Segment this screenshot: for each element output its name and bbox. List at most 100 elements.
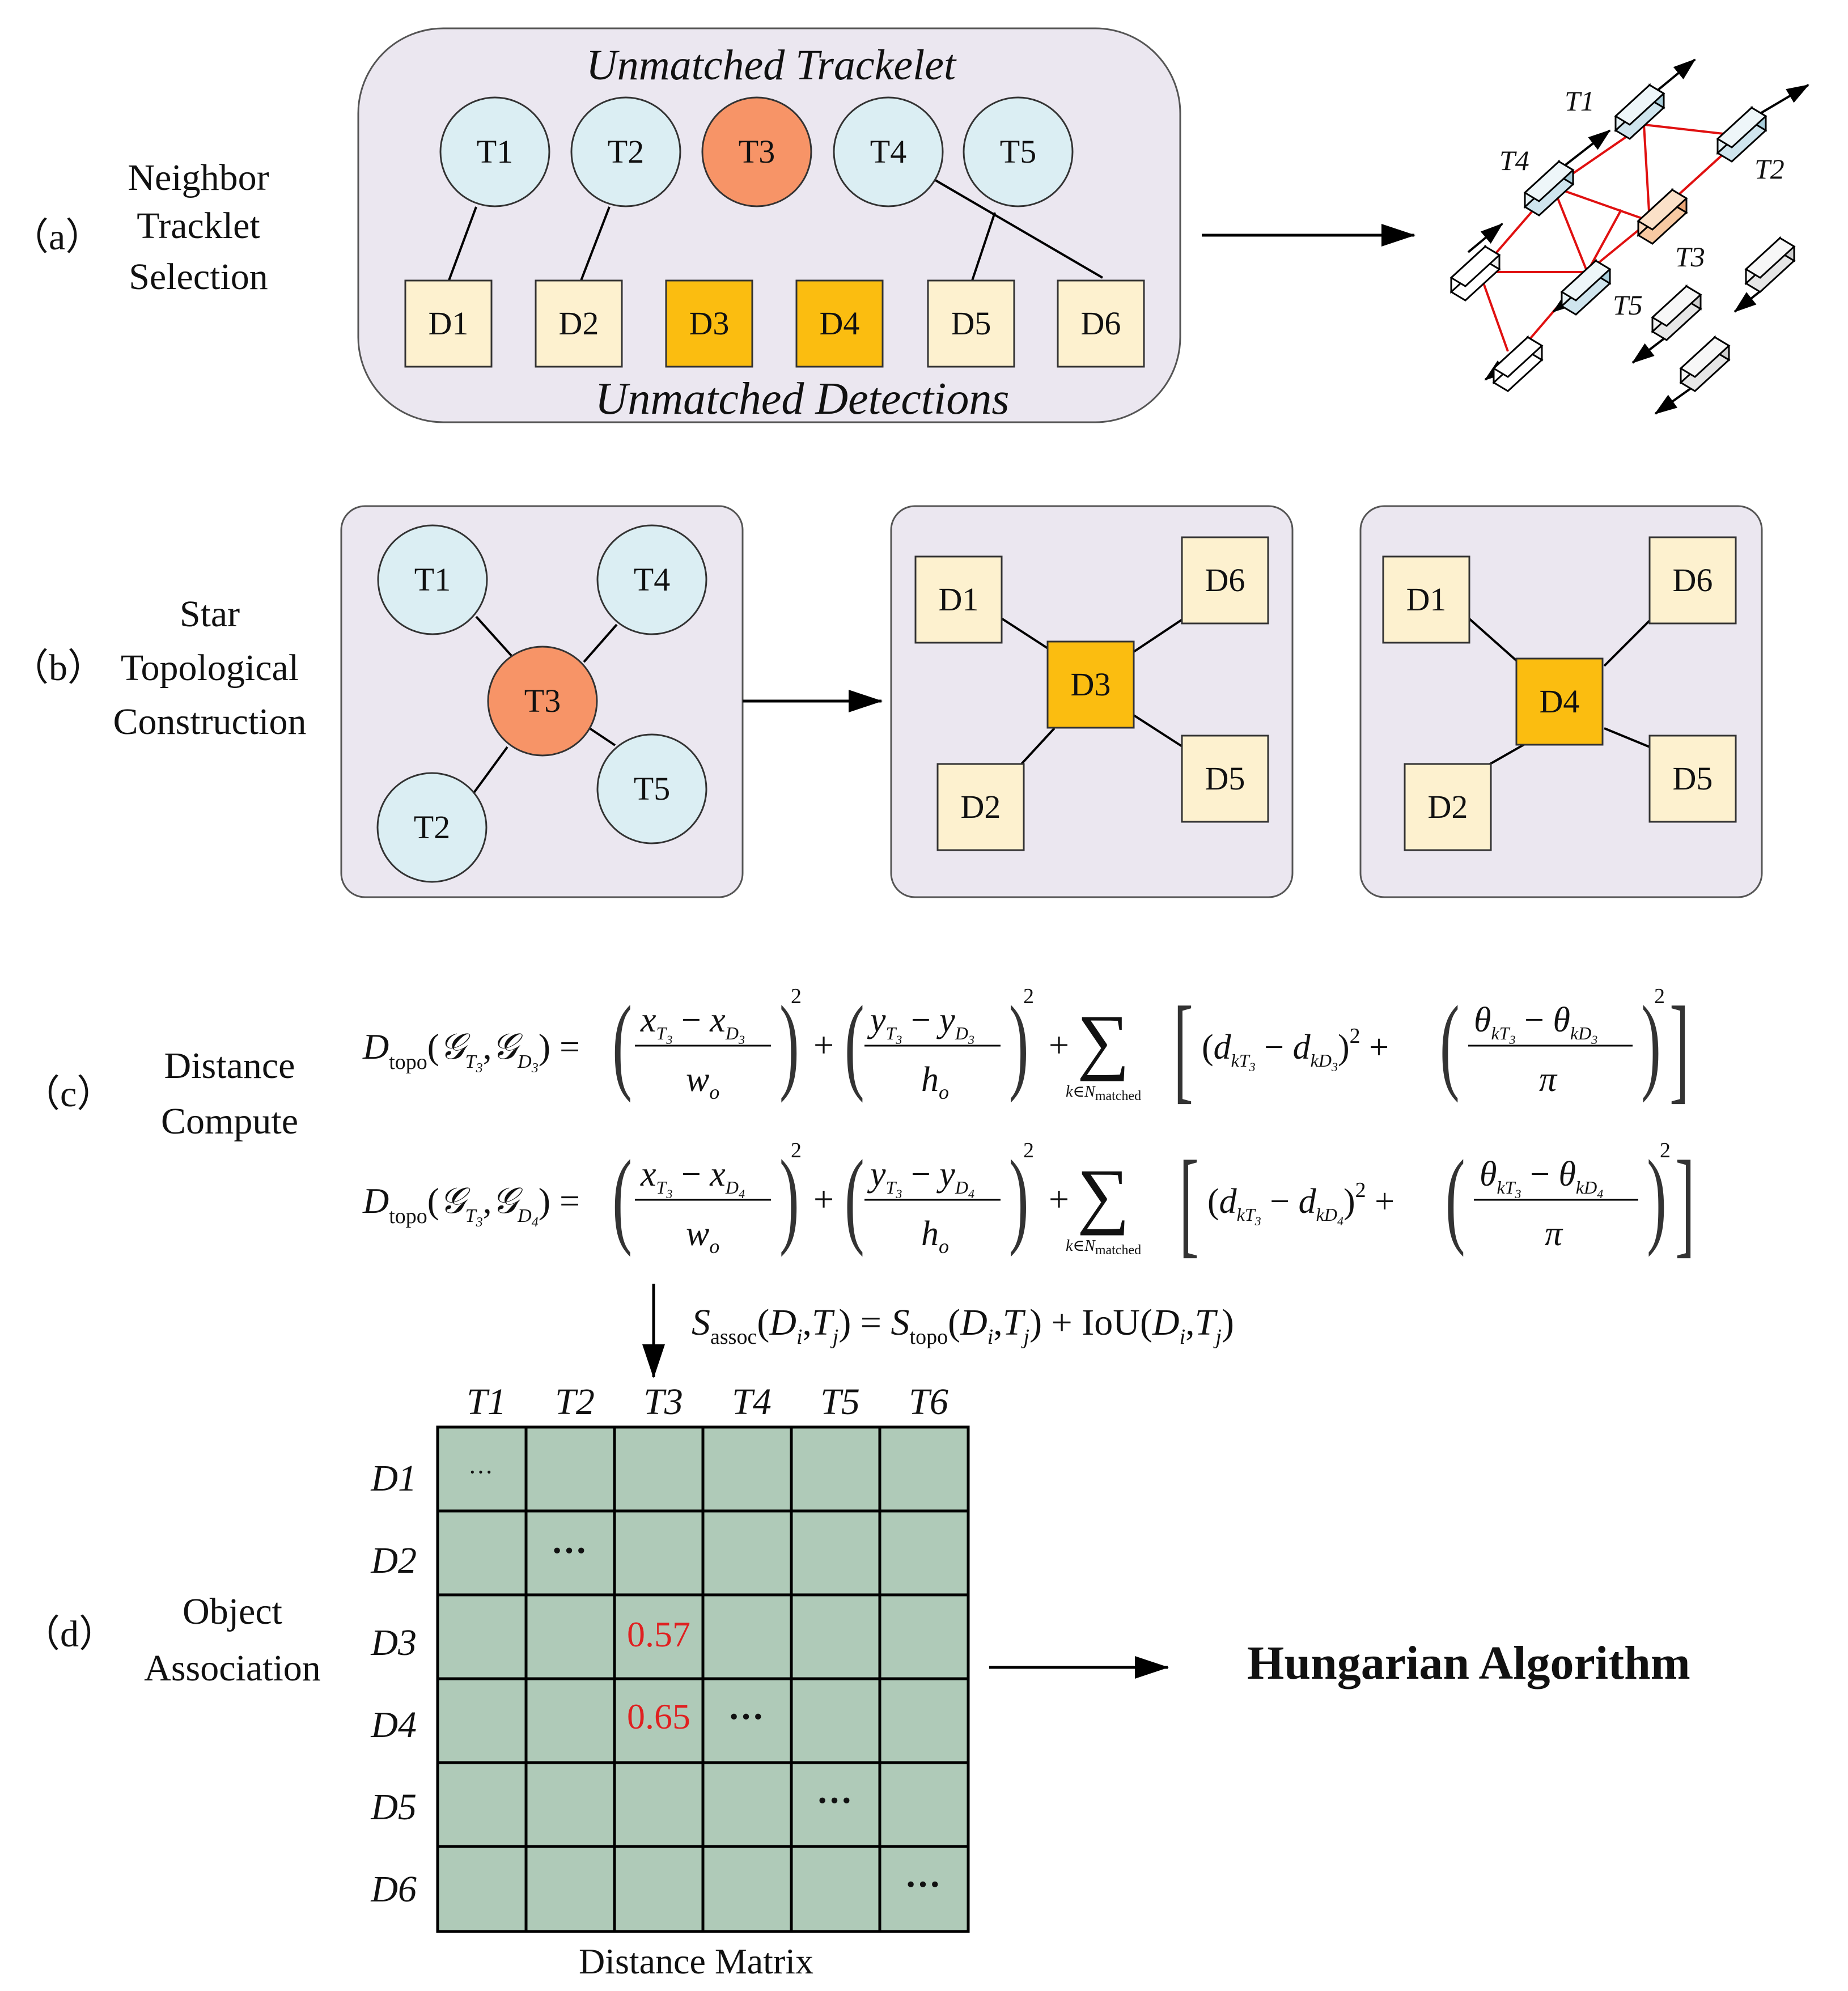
det-edge (999, 617, 1050, 650)
scene-label: T4 (1499, 145, 1529, 176)
car-box (1651, 284, 1702, 341)
svg-text:D3: D3 (689, 305, 730, 342)
row-header: D5 (370, 1786, 417, 1828)
svg-text:ho: ho (921, 1215, 949, 1258)
svg-text:Sassoc(Di,Tj) = Stopo(Di,Tj) +: Sassoc(Di,Tj) = Stopo(Di,Tj) + IoU(Di,Tj… (692, 1302, 1234, 1349)
svg-text:(dkT3 − dkD4)2 +: (dkT3 − dkD4)2 + (1207, 1178, 1395, 1228)
star-neighbor-node: T4 (596, 524, 707, 635)
svg-text:T4: T4 (870, 133, 906, 170)
section-b-title-line1: Star (180, 593, 240, 635)
svg-text:]: ] (1675, 1136, 1695, 1268)
detection-node: D2 (535, 279, 623, 368)
svg-text:(: ( (612, 1138, 632, 1258)
column-header: T1 (467, 1381, 506, 1423)
svg-text:yT3 − yD4: yT3 − yD4 (867, 1155, 974, 1201)
svg-text:): ) (779, 1138, 799, 1258)
svg-text:T2: T2 (608, 133, 644, 170)
column-header: T3 (643, 1381, 683, 1423)
star-center-node: T3 (487, 646, 598, 757)
star-edge (583, 623, 618, 663)
unmatched-tracklet-caption: Unmatched Trackelet (586, 41, 957, 89)
section-a-title-line1: Neighbor (128, 157, 269, 198)
row-header: D2 (370, 1540, 417, 1581)
section-a-title-line3: Selection (129, 256, 268, 298)
column-header: T5 (820, 1381, 860, 1423)
svg-text:D4: D4 (1540, 683, 1580, 720)
svg-text:(: ( (845, 1138, 864, 1258)
car-box (1523, 159, 1575, 216)
car-box (1560, 258, 1612, 316)
svg-text:k∈Nmatched: k∈Nmatched (1066, 1083, 1141, 1103)
svg-text:2: 2 (1023, 1139, 1034, 1162)
svg-text:Dtopo(𝒢T3,𝒢D3) =: Dtopo(𝒢T3,𝒢D3) = (362, 1026, 580, 1076)
detection-center-node: D3 (1046, 640, 1135, 729)
det-edge (1487, 741, 1528, 766)
svg-text:T3: T3 (739, 133, 775, 170)
panel-label-c: （c） (23, 1073, 114, 1115)
equation-2: Dtopo(𝒢T3,𝒢D4) = ( xT3 − xD4 wo ) 2 + ( … (362, 1136, 1695, 1268)
svg-text:xT3 − xD4: xT3 − xD4 (640, 1155, 745, 1201)
star-neighbor-node: T5 (596, 733, 707, 844)
detection-center-node: D4 (1515, 657, 1604, 746)
scene-label: T5 (1613, 289, 1643, 321)
det-edge (1604, 727, 1653, 749)
panel-label-b: （b） (11, 647, 105, 689)
row-header: D6 (370, 1869, 417, 1910)
car-box (1716, 105, 1768, 163)
column-header: T2 (555, 1381, 595, 1423)
svg-text:(: ( (1440, 984, 1460, 1103)
svg-text:[: [ (1179, 1136, 1199, 1268)
svg-text:xT3 − xD3: xT3 − xD3 (640, 1001, 745, 1047)
detection-node: D2 (1404, 763, 1492, 851)
svg-text:T5: T5 (1000, 133, 1036, 170)
svg-text:): ) (1009, 1138, 1029, 1258)
section-d-title-line1: Object (183, 1591, 282, 1632)
svg-text:(: ( (1446, 1138, 1465, 1258)
scene-label: T1 (1565, 85, 1595, 117)
svg-text:): ) (1647, 1138, 1667, 1258)
detection-node: D5 (1648, 735, 1737, 823)
detection-node: D1 (914, 555, 1003, 644)
target-detection-node: D3 (665, 279, 753, 368)
car-box (1492, 335, 1544, 392)
matrix-column-headers: T1 T2 T3 T4 T5 T6 (467, 1381, 948, 1423)
car-box (1637, 188, 1688, 245)
svg-text:θkT3 − θkD4: θkT3 − θkD4 (1480, 1155, 1603, 1201)
svg-text:): ) (1009, 984, 1029, 1103)
star-neighbor-node: T1 (377, 524, 488, 635)
row-header: D3 (370, 1622, 417, 1663)
distance-matrix: ··· ··· 0.57 0.65 ··· ··· ··· (436, 1425, 970, 1933)
equation-1: Dtopo(𝒢T3,𝒢D3) = ( xT3 − xD3 wo ) 2 + ( … (362, 982, 1689, 1114)
star-edge (475, 615, 514, 659)
svg-text:+: + (1049, 1025, 1069, 1065)
matrix-cell-value: 0.57 (627, 1614, 690, 1654)
tracklet-node: T2 (570, 96, 681, 207)
section-b-title-line2: Topological (121, 647, 299, 689)
svg-text:(: ( (845, 984, 864, 1103)
detection-node: D5 (927, 279, 1015, 368)
tracklet-node: T5 (963, 96, 1074, 207)
svg-text:D5: D5 (1673, 760, 1713, 797)
det-edge (1133, 617, 1186, 653)
svg-text:2: 2 (791, 984, 802, 1008)
column-header: T6 (909, 1381, 948, 1423)
car-box (1614, 83, 1665, 140)
scene-car-boxes (1449, 83, 1796, 392)
svg-text:Dtopo(𝒢T3,𝒢D4) =: Dtopo(𝒢T3,𝒢D4) = (362, 1181, 580, 1230)
star-edge (588, 727, 616, 746)
svg-text:T5: T5 (634, 770, 670, 807)
det-edge (1467, 617, 1520, 664)
svg-text:D1: D1 (1406, 581, 1447, 618)
tracklet-node: T4 (833, 96, 944, 207)
svg-text:D5: D5 (1205, 760, 1245, 797)
svg-text:2: 2 (1660, 1139, 1671, 1162)
svg-text:(: ( (612, 984, 632, 1103)
svg-text:T4: T4 (634, 561, 670, 598)
svg-text:D2: D2 (961, 788, 1001, 825)
panel-d: （d） Object Association T1 T2 T3 T4 T5 T6… (23, 1381, 1690, 1981)
svg-text:ho: ho (921, 1060, 949, 1103)
svg-text:D4: D4 (820, 305, 860, 342)
matrix-row-headers: D1 D2 D3 D4 D5 D6 (370, 1458, 417, 1910)
column-header: T4 (732, 1381, 772, 1423)
svg-text:∑: ∑ (1077, 1154, 1130, 1236)
